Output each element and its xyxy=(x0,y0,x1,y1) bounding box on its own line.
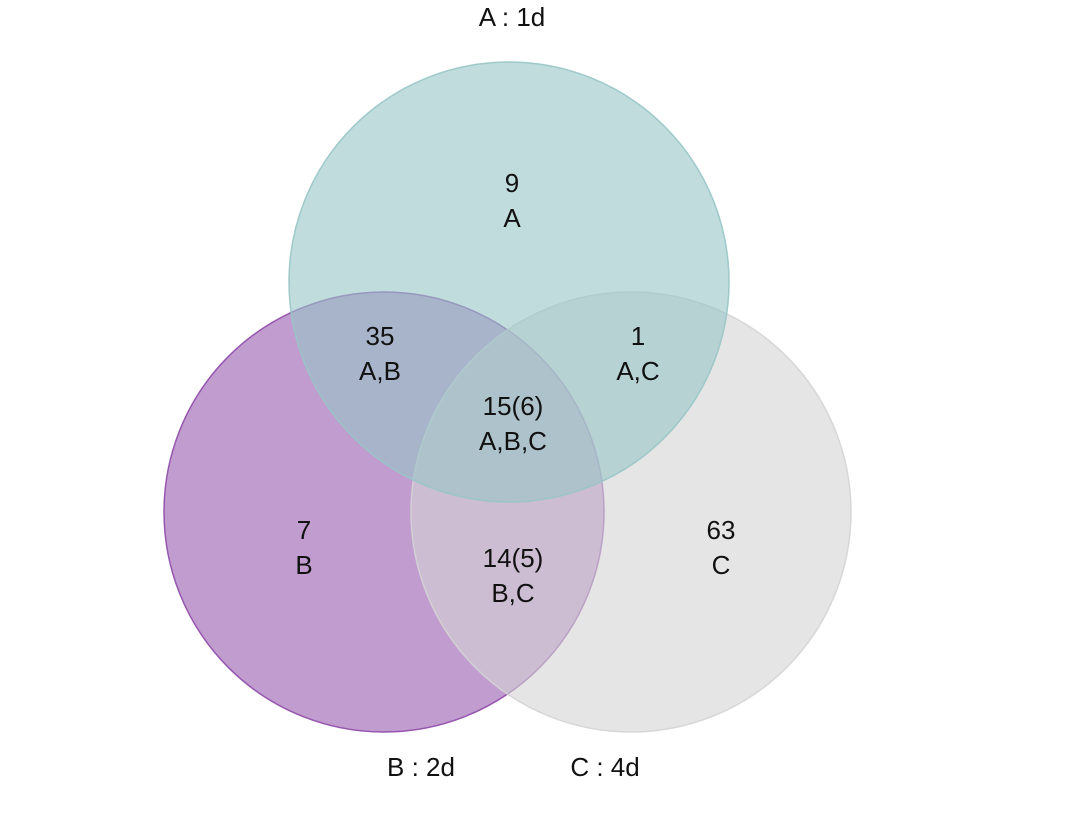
region-c-count: 63 xyxy=(707,515,736,545)
region-bc-count: 14(5) xyxy=(483,543,544,573)
region-a-sets: A xyxy=(503,203,521,233)
region-ab-count: 35 xyxy=(366,321,395,351)
region-b-sets: B xyxy=(295,550,312,580)
region-b-count: 7 xyxy=(297,515,311,545)
region-ac-sets: A,C xyxy=(616,356,659,386)
region-ab-sets: A,B xyxy=(359,356,401,386)
region-abc-sets: A,B,C xyxy=(479,426,547,456)
set-a-circle xyxy=(288,61,730,503)
region-a-count: 9 xyxy=(505,168,519,198)
region-abc-count: 15(6) xyxy=(483,391,544,421)
region-c-sets: C xyxy=(712,550,731,580)
set-c-label: C : 4d xyxy=(570,752,639,782)
set-b-label: B : 2d xyxy=(387,752,455,782)
set-a-label: A : 1d xyxy=(479,2,546,32)
region-bc-sets: B,C xyxy=(491,578,534,608)
region-ac-count: 1 xyxy=(631,321,645,351)
